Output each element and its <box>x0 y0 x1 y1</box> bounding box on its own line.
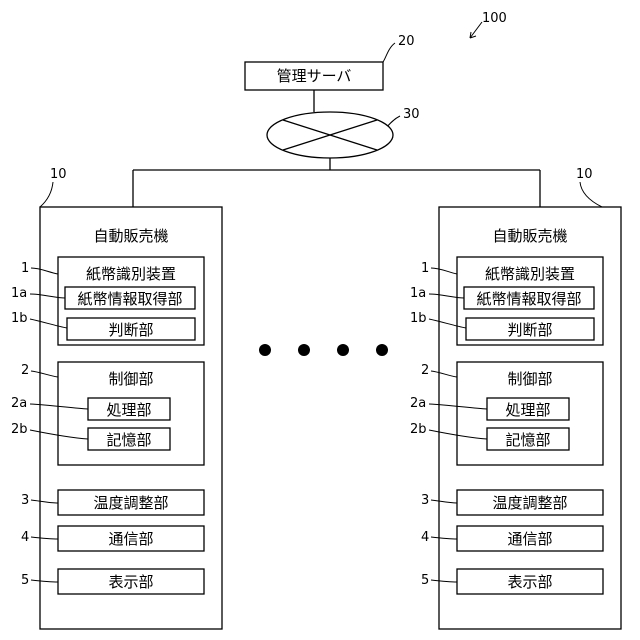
machine-ref-leader <box>40 182 53 207</box>
bill-info-acquisition-label: 紙幣情報取得部 <box>77 290 182 308</box>
bill-unit-ref: 1 <box>421 261 429 276</box>
ellipsis-dot <box>259 344 271 356</box>
server-ref-leader <box>383 43 395 62</box>
temp-ref: 3 <box>421 493 429 508</box>
process-ref: 2a <box>11 396 27 411</box>
temp-ref: 3 <box>21 493 29 508</box>
display-ref: 5 <box>421 573 429 588</box>
communication-label: 通信部 <box>108 530 153 548</box>
ellipsis-dots <box>259 344 388 356</box>
ellipsis-dot <box>337 344 349 356</box>
network-ref-label: 30 <box>403 107 420 122</box>
memory-unit-label: 記憶部 <box>505 431 550 449</box>
bill-validator-label: 紙幣識別装置 <box>86 265 176 283</box>
process-unit-label: 処理部 <box>106 401 151 419</box>
server-ref-label: 20 <box>398 34 415 49</box>
judge-unit-label: 判断部 <box>507 321 552 339</box>
control-ref: 2 <box>21 363 29 378</box>
comm-ref: 4 <box>421 530 429 545</box>
bill-unit-ref: 1 <box>21 261 29 276</box>
vending-machine-title: 自動販売機 <box>492 227 567 245</box>
temperature-adjust-label: 温度調整部 <box>93 494 168 512</box>
bill-info-ref: 1a <box>410 286 426 301</box>
bill-info-acquisition-label: 紙幣情報取得部 <box>476 290 581 308</box>
vending-machine-right: 10 自動販売機 1 紙幣識別装置 1a 紙幣情報取得部 1b 判断部 2 制御… <box>410 167 621 629</box>
memory-ref: 2b <box>410 422 427 437</box>
process-unit-label: 処理部 <box>505 401 550 419</box>
judge-unit-label: 判断部 <box>108 321 153 339</box>
communication-label: 通信部 <box>507 530 552 548</box>
display-ref: 5 <box>21 573 29 588</box>
judge-ref: 1b <box>11 311 28 326</box>
control-unit-label: 制御部 <box>108 370 153 388</box>
system-ref-leader <box>470 22 482 38</box>
vending-machine-title: 自動販売機 <box>93 227 168 245</box>
display-label: 表示部 <box>507 573 552 591</box>
machine-ref-label: 10 <box>576 167 593 182</box>
control-unit-label: 制御部 <box>507 370 552 388</box>
memory-ref: 2b <box>11 422 28 437</box>
system-ref-label: 100 <box>482 11 507 26</box>
memory-unit-label: 記憶部 <box>106 431 151 449</box>
bill-info-ref: 1a <box>11 286 27 301</box>
vending-machine-left: 10 自動販売機 1 紙幣識別装置 1a 紙幣情報取得部 1b 判断部 2 制御… <box>11 167 222 629</box>
display-label: 表示部 <box>108 573 153 591</box>
temperature-adjust-label: 温度調整部 <box>492 494 567 512</box>
comm-ref: 4 <box>21 530 29 545</box>
judge-ref: 1b <box>410 311 427 326</box>
ellipsis-dot <box>376 344 388 356</box>
machine-ref-leader <box>580 182 602 207</box>
process-ref: 2a <box>410 396 426 411</box>
management-server-label: 管理サーバ <box>277 67 352 85</box>
ellipsis-dot <box>298 344 310 356</box>
control-ref: 2 <box>421 363 429 378</box>
bill-validator-label: 紙幣識別装置 <box>485 265 575 283</box>
machine-ref-label: 10 <box>50 167 67 182</box>
